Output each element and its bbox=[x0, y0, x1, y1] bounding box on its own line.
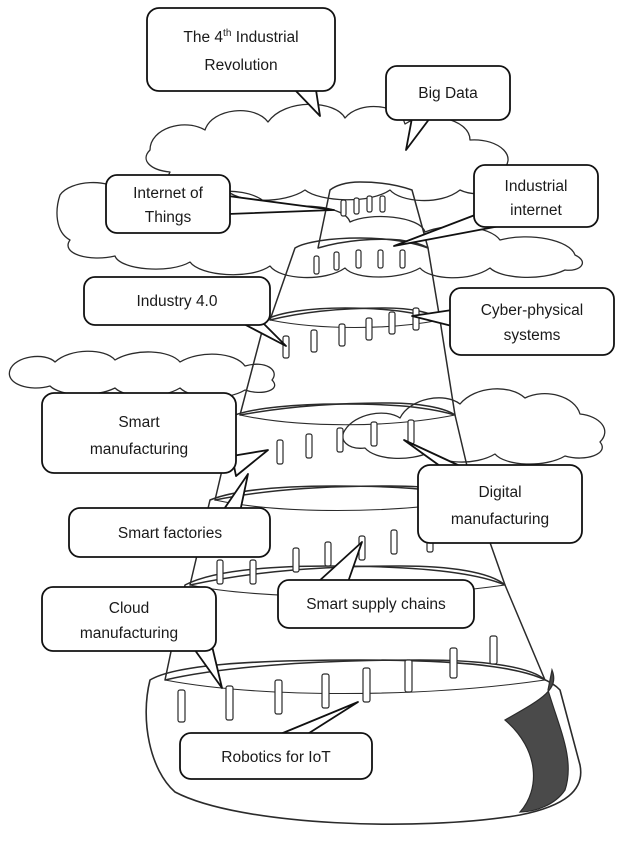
label-digital-line2: manufacturing bbox=[451, 511, 549, 528]
tower-base bbox=[145, 659, 582, 825]
label-cyber-line1: Cyber-physical bbox=[481, 302, 584, 319]
box-supply-chains bbox=[277, 579, 475, 629]
tower-ramp-dark bbox=[503, 667, 569, 813]
tower-windows bbox=[177, 195, 498, 723]
label-big-data: Big Data bbox=[418, 85, 478, 102]
label-cloud-line2: manufacturing bbox=[80, 625, 178, 642]
callout-labels: The 4th Industrial Revolution Big Data I… bbox=[80, 28, 583, 766]
label-cloud-line1: Cloud bbox=[109, 600, 150, 617]
cloud-right bbox=[342, 388, 606, 465]
box-iot bbox=[105, 174, 231, 234]
tower bbox=[145, 181, 582, 825]
label-smart-manufacturing-line2: manufacturing bbox=[90, 441, 188, 458]
label-industrial-internet-line1: Industrial bbox=[505, 178, 568, 195]
label-robotics: Robotics for IoT bbox=[221, 749, 331, 766]
pointer-industrial-revolution bbox=[294, 89, 321, 117]
box-robotics bbox=[179, 732, 373, 780]
tower-top bbox=[317, 181, 429, 249]
cloud-middle bbox=[56, 181, 584, 279]
pointer-robotics bbox=[277, 701, 359, 736]
callout-boxes bbox=[41, 7, 615, 780]
box-big-data bbox=[385, 65, 511, 121]
label-cyber-line2: systems bbox=[504, 327, 561, 344]
pointer-digital bbox=[403, 439, 461, 467]
callout-pointers bbox=[191, 89, 501, 736]
box-industrial-internet bbox=[473, 164, 599, 228]
label-supply-chains: Smart supply chains bbox=[306, 596, 446, 613]
pointer-big-data bbox=[405, 117, 431, 151]
label-industry-4: Industry 4.0 bbox=[137, 293, 218, 310]
pointer-smart-factories bbox=[221, 473, 249, 513]
label-iot-line1: Internet of bbox=[133, 185, 203, 202]
tower-tier-2 bbox=[239, 307, 456, 416]
box-digital bbox=[417, 464, 583, 544]
label-digital-line1: Digital bbox=[478, 484, 521, 501]
label-industrial-revolution-line2: Revolution bbox=[204, 57, 277, 74]
box-industrial-revolution bbox=[146, 7, 336, 92]
cloud-left bbox=[8, 350, 276, 399]
label-smart-manufacturing-line1: Smart bbox=[118, 414, 160, 431]
label-iot-line2: Things bbox=[145, 209, 192, 226]
label-smart-factories: Smart factories bbox=[118, 525, 222, 542]
box-industry-4 bbox=[83, 276, 271, 326]
box-smart-manufacturing bbox=[41, 392, 237, 474]
pointer-smart-manufacturing bbox=[231, 449, 269, 477]
box-cyber bbox=[449, 287, 615, 356]
label-industrial-revolution: The 4th Industrial bbox=[183, 28, 298, 46]
label-industrial-internet-line2: internet bbox=[510, 202, 562, 219]
box-cloud bbox=[41, 586, 217, 652]
box-smart-factories bbox=[68, 507, 271, 558]
